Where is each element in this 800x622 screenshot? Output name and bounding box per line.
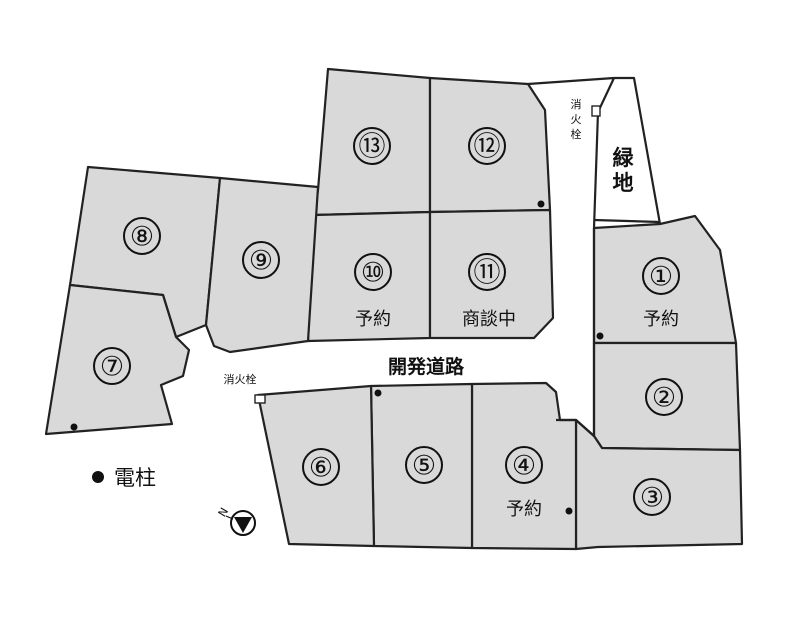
svg-text:地: 地 [613, 171, 634, 195]
lot-2-label: ② [645, 378, 683, 416]
svg-text:栓: 栓 [571, 127, 582, 141]
svg-text:予約: 予約 [643, 309, 679, 330]
lot-10-label: ⑩ 予約 [354, 253, 392, 330]
lot-12-shape[interactable] [428, 76, 552, 214]
lot-6-shape[interactable] [256, 384, 376, 548]
svg-text:消: 消 [571, 97, 582, 111]
utility-pole-icon [374, 389, 382, 397]
lot-9-label: ⑨ [242, 241, 280, 279]
lot-labels: ⑬ ⑫ ⑧ ⑨ ⑩ 予約 ⑪ 商談中 ⑦ ① [93, 127, 683, 520]
svg-text:⑥: ⑥ [309, 453, 333, 484]
lot-4-label: ④ 予約 [505, 446, 543, 520]
svg-text:商談中: 商談中 [462, 309, 516, 330]
utility-poles [70, 200, 604, 515]
svg-text:⑩: ⑩ [361, 258, 385, 289]
lot-11-label: ⑪ 商談中 [462, 253, 516, 330]
svg-text:⑨: ⑨ [249, 246, 273, 277]
lot-8-label: ⑧ [123, 217, 161, 255]
road-outline [254, 76, 662, 438]
svg-text:緑: 緑 [613, 146, 635, 170]
svg-text:①: ① [649, 262, 673, 293]
lot-7-label: ⑦ [93, 347, 131, 385]
legend-label: 電柱 [114, 466, 156, 490]
svg-text:②: ② [652, 383, 676, 414]
lots [44, 67, 744, 551]
lot-11-shape[interactable] [428, 208, 555, 340]
legend: 電柱 [92, 466, 156, 490]
svg-text:⑦: ⑦ [100, 352, 124, 383]
lot-7-shape[interactable] [44, 283, 191, 436]
road-label: 開発道路 [388, 355, 465, 378]
svg-text:⑪: ⑪ [474, 258, 501, 289]
svg-text:予約: 予約 [355, 309, 391, 330]
legend-pole-icon [92, 471, 104, 483]
utility-pole-icon [565, 507, 573, 515]
hydrant-label-vertical: 消 火 栓 [571, 97, 582, 141]
svg-text:④: ④ [512, 451, 536, 482]
svg-text:⑧: ⑧ [130, 222, 154, 253]
lot-12-label: ⑫ [468, 127, 506, 165]
svg-text:火: 火 [571, 113, 582, 126]
lot-1-label: ① 予約 [642, 257, 680, 330]
svg-text:⑫: ⑫ [474, 132, 501, 163]
svg-text:予約: 予約 [506, 499, 542, 520]
lot-9-shape[interactable] [204, 176, 320, 354]
lot-6-label: ⑥ [302, 448, 340, 486]
svg-text:⑤: ⑤ [412, 451, 436, 482]
lot-5-label: ⑤ [405, 446, 443, 484]
lot-3-shape[interactable] [574, 418, 744, 551]
utility-pole-icon [596, 332, 604, 340]
lot-13-label: ⑬ [353, 127, 391, 165]
svg-text:③: ③ [640, 483, 664, 514]
lot-3-label: ③ [633, 478, 671, 516]
svg-text:⑬: ⑬ [359, 132, 386, 163]
utility-pole-icon [537, 200, 545, 208]
utility-pole-icon [70, 423, 78, 431]
north-arrow-icon: N [216, 505, 256, 536]
hydrant-label: 消火栓 [224, 372, 257, 386]
green-area-label: 緑 地 [613, 146, 635, 195]
